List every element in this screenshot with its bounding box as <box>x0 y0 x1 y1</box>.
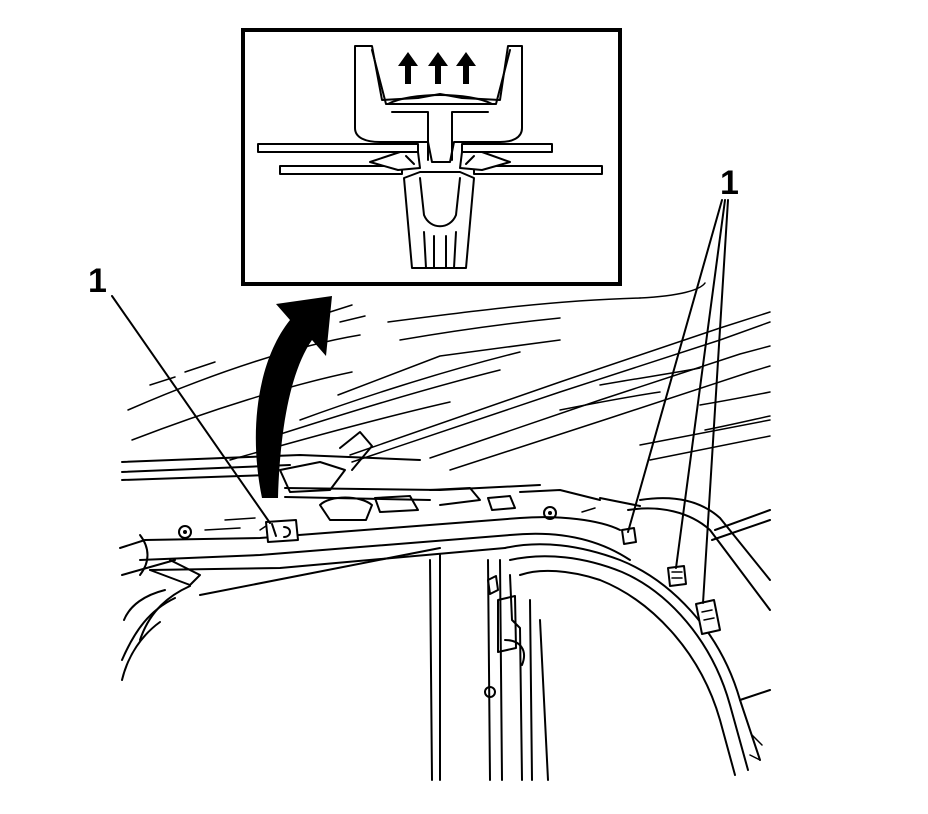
retainer-clip-1 <box>178 525 192 539</box>
retainer-clip-right-2 <box>667 565 687 587</box>
vehicle-body-illustration <box>119 282 771 781</box>
inset-arrows <box>398 52 476 84</box>
a-pillar <box>504 497 771 776</box>
detail-inset <box>241 28 622 286</box>
curved-arrow-icon <box>255 296 332 498</box>
retainer-clip-right-3 <box>695 599 721 635</box>
retainer-clip-2 <box>543 506 557 520</box>
leader-lines <box>111 199 729 604</box>
left-door-opening <box>121 597 176 681</box>
door-frame <box>429 554 549 781</box>
up-arrow-icon <box>456 52 476 84</box>
roof-rail <box>119 516 631 641</box>
up-arrow-icon <box>398 52 418 84</box>
retainer-clip-left <box>265 519 299 543</box>
cowl-area <box>121 431 641 531</box>
retainer-clips <box>178 506 721 635</box>
callout-label-right: 1 <box>720 164 739 202</box>
callout-label-left: 1 <box>88 262 107 300</box>
inset-clip <box>354 45 523 269</box>
retainer-clip-right-1 <box>621 527 637 545</box>
windshield-lines <box>127 282 771 471</box>
up-arrow-icon <box>428 52 448 84</box>
